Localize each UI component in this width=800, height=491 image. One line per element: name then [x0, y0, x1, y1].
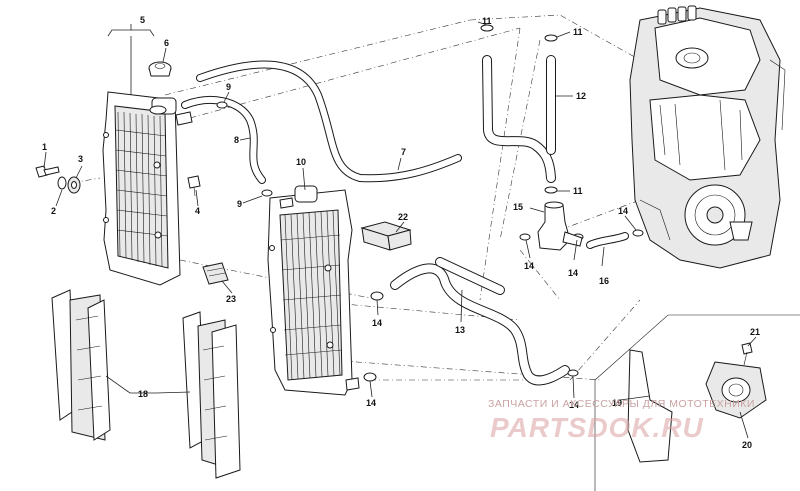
callout-22: 22	[398, 212, 408, 222]
hose-12	[482, 55, 556, 183]
callout-13: 13	[455, 325, 465, 335]
callout-23: 23	[226, 294, 236, 304]
callout-14-f: 14	[569, 400, 579, 410]
left-radiator	[102, 91, 193, 286]
callout-14-b: 14	[366, 398, 376, 408]
mounting-bolt-right	[187, 175, 201, 197]
callout-14-e: 14	[618, 206, 628, 216]
hose-8	[181, 96, 266, 184]
mounting-bolt	[35, 165, 60, 178]
callout-11-a: 11	[482, 16, 492, 26]
leader-lines	[43, 21, 757, 439]
callout-15: 15	[513, 202, 523, 212]
callout-12: 12	[576, 91, 586, 101]
watermark-logo-text: PARTSDOK.RU	[490, 412, 704, 443]
callout-11-b: 11	[573, 27, 583, 37]
callout-labels: 1 2 3 4 5 6 7 8 9 9 10 11 11 11 12 13 14…	[42, 15, 760, 450]
callout-18: 18	[138, 389, 148, 399]
callout-8: 8	[234, 135, 239, 145]
hose-clamps	[216, 24, 644, 382]
callout-6: 6	[164, 38, 169, 48]
callout-5: 5	[140, 15, 145, 25]
callout-21: 21	[750, 327, 760, 337]
callout-9-top: 9	[226, 82, 231, 92]
callout-20: 20	[742, 440, 752, 450]
callout-4: 4	[195, 206, 200, 216]
watermark-tagline: ЗАПЧАСТИ И АКСЕССУАРЫ ДЛЯ МОТОТЕХНИКИ	[488, 398, 755, 410]
small-sponge	[202, 262, 229, 285]
hose-13	[390, 257, 570, 386]
callout-10: 10	[296, 157, 306, 167]
callout-11-c: 11	[573, 186, 583, 196]
callout-14-d: 14	[568, 268, 578, 278]
right-radiator	[267, 185, 360, 396]
callout-1: 1	[42, 142, 47, 152]
callout-14-a: 14	[372, 318, 382, 328]
callout-16: 16	[599, 276, 609, 286]
callout-14-c: 14	[524, 261, 534, 271]
radiator-cap	[148, 61, 172, 77]
engine-hoses-top	[657, 5, 697, 25]
rubber-grommet	[67, 176, 81, 194]
sponge-pad	[360, 221, 412, 251]
water-pump-fitting	[537, 201, 583, 251]
washer	[57, 176, 67, 190]
inset-detail	[594, 314, 800, 491]
radiator-guard-right	[182, 311, 241, 479]
hose-16	[586, 232, 629, 249]
hose-7	[196, 60, 462, 183]
callout-7: 7	[401, 147, 406, 157]
watermark-logo: PARTSDOK.RU	[490, 412, 704, 443]
callout-3: 3	[78, 154, 83, 164]
callout-2: 2	[51, 206, 56, 216]
callout-9-bottom: 9	[237, 199, 242, 209]
radiator-guard-left	[51, 289, 111, 441]
engine-block	[629, 5, 786, 269]
callout-19: 19	[612, 398, 622, 408]
